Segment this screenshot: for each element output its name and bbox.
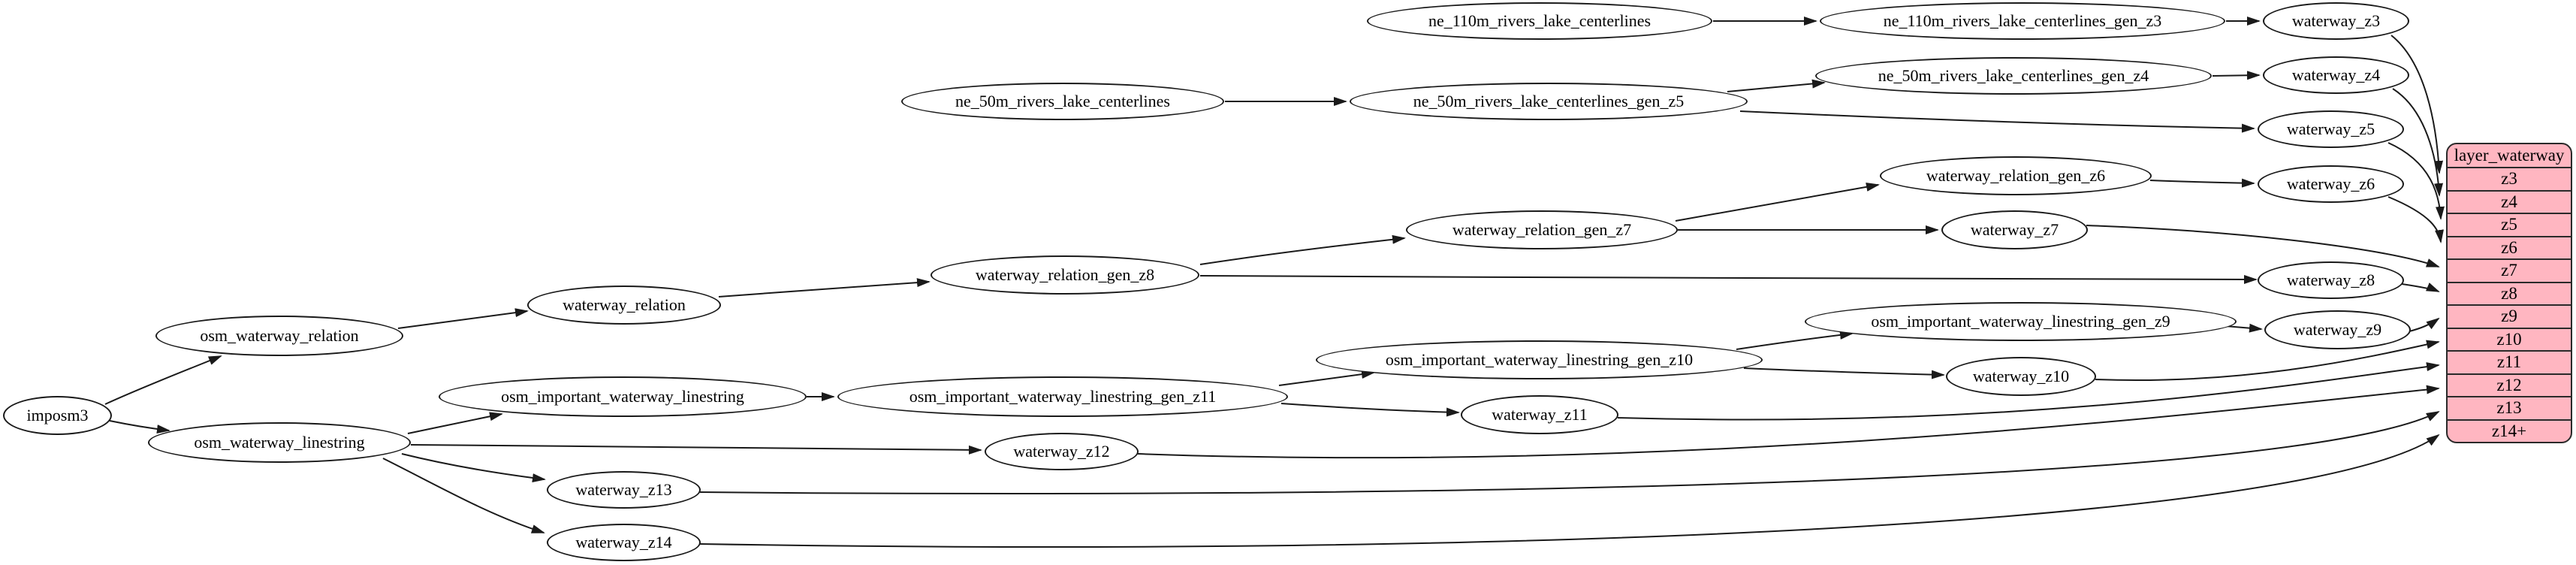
- edge-gen-z10-gen-z9: [1736, 330, 1854, 350]
- edge-gen-z9-waterway-z9: [2225, 323, 2263, 333]
- node-osm-important-waterway-linestring: osm_important_waterway_linestring: [439, 376, 807, 417]
- node-waterway-relation-gen-z8: waterway_relation_gen_z8: [931, 255, 1199, 295]
- edge-waterway-z14-table-z14plus: [699, 434, 2440, 548]
- edge-osm-waterway-linestring-osm-important: [407, 412, 503, 434]
- edge-gen-z8-waterway-z8: [1199, 274, 2258, 284]
- edge-osm-waterway-linestring-waterway-z13: [401, 453, 546, 482]
- table-row-z13: z13: [2448, 396, 2571, 419]
- node-osm-important-waterway-linestring-gen-z10: osm_important_waterway_linestring_gen_z1…: [1316, 340, 1763, 379]
- edge-waterway-z6-table-z6: [2387, 196, 2444, 243]
- table-row-z12: z12: [2448, 373, 2571, 397]
- node-waterway-z7: waterway_z7: [1941, 210, 2088, 249]
- table-row-z9: z9: [2448, 304, 2571, 328]
- node-osm-waterway-linestring: osm_waterway_linestring: [148, 422, 411, 463]
- node-waterway-z12: waterway_z12: [985, 433, 1139, 470]
- node-ne50m-rivers-lake-centerlines-gen-z4: ne_50m_rivers_lake_centerlines_gen_z4: [1815, 57, 2212, 95]
- node-osm-important-waterway-linestring-gen-z9: osm_important_waterway_linestring_gen_z9: [1805, 302, 2237, 341]
- node-waterway-z8: waterway_z8: [2258, 261, 2404, 299]
- edge-waterway-z4-table-z4: [2392, 88, 2444, 197]
- table-row-z8: z8: [2448, 281, 2571, 305]
- node-waterway-z13: waterway_z13: [547, 471, 701, 509]
- node-ne110m-rivers-lake-centerlines: ne_110m_rivers_lake_centerlines: [1367, 2, 1712, 40]
- edge-gen-z7-gen-z6: [1675, 183, 1880, 222]
- table-row-z11: z11: [2448, 350, 2571, 373]
- node-waterway-z6: waterway_z6: [2258, 165, 2404, 203]
- edge-waterway-z10-table-z10: [2095, 340, 2440, 382]
- table-row-z14plus: z14+: [2448, 418, 2571, 443]
- table-row-z5: z5: [2448, 213, 2571, 236]
- node-ne50m-rivers-lake-centerlines: ne_50m_rivers_lake_centerlines: [901, 83, 1224, 120]
- node-waterway-relation: waterway_relation: [527, 286, 721, 325]
- edge-gen-z8-gen-z7: [1199, 234, 1406, 265]
- node-waterway-relation-gen-z6: waterway_relation_gen_z6: [1880, 156, 2152, 195]
- edge-imposm3-osm-waterway-relation: [104, 355, 222, 405]
- table-row-z4: z4: [2448, 189, 2571, 213]
- edge-waterway-z8-table-z8: [2401, 282, 2440, 292]
- layer-waterway-table-title: layer_waterway: [2454, 146, 2565, 165]
- edge-waterway-relation-gen-z8: [718, 278, 931, 298]
- edge-gen-z6-waterway-z6: [2149, 178, 2255, 188]
- edge-gen-z11-gen-z10: [1278, 370, 1375, 386]
- edge-waterway-z11-table-z11: [1617, 362, 2440, 421]
- edge-waterway-z9-table-z9: [2409, 317, 2440, 332]
- edge-gen-z5-gen-z4: [1727, 79, 1826, 92]
- node-osm-important-waterway-linestring-gen-z11: osm_important_waterway_linestring_gen_z1…: [837, 376, 1288, 417]
- edge-waterway-z12-table-z12: [1137, 385, 2440, 459]
- layer-waterway-table: layer_waterway z3 z4 z5 z6 z7 z8 z9 z10 …: [2446, 143, 2572, 443]
- edge-waterway-z5-table-z5: [2387, 142, 2445, 220]
- node-ne110m-rivers-lake-centerlines-gen-z3: ne_110m_rivers_lake_centerlines_gen_z3: [1820, 2, 2225, 40]
- edge-waterway-z13-table-z13: [699, 411, 2440, 494]
- edge-waterway-z3-table-z3: [2390, 35, 2444, 174]
- edge-gen-z10-waterway-z10: [1743, 367, 1945, 379]
- node-osm-waterway-relation: osm_waterway_relation: [155, 316, 403, 356]
- edge-gen-z5-waterway-z5: [1739, 110, 2255, 133]
- node-ne50m-rivers-lake-centerlines-gen-z5: ne_50m_rivers_lake_centerlines_gen_z5: [1350, 83, 1748, 120]
- edge-osm-waterway-relation-waterway-relation: [397, 308, 529, 329]
- table-row-z3: z3: [2448, 167, 2571, 190]
- node-waterway-z3: waterway_z3: [2263, 2, 2409, 40]
- edge-imposm3-osm-waterway-linestring: [109, 420, 170, 434]
- edge-gen-z4-waterway-z4: [2212, 71, 2261, 80]
- edge-osm-waterway-linestring-waterway-z12: [410, 444, 982, 455]
- node-waterway-z4: waterway_z4: [2263, 56, 2409, 94]
- edge-gen-z11-waterway-z11: [1280, 403, 1460, 417]
- table-row-z6: z6: [2448, 235, 2571, 259]
- node-waterway-z9: waterway_z9: [2264, 310, 2411, 349]
- node-waterway-z10: waterway_z10: [1946, 357, 2096, 396]
- edge-waterway-z7-table-z7: [2086, 225, 2440, 267]
- node-waterway-z11: waterway_z11: [1461, 395, 1618, 434]
- node-waterway-z5: waterway_z5: [2258, 110, 2404, 148]
- node-waterway-z14: waterway_z14: [547, 524, 701, 561]
- node-imposm3: imposm3: [3, 396, 112, 435]
- table-row-z10: z10: [2448, 327, 2571, 351]
- edge-osm-waterway-linestring-waterway-z14: [382, 458, 545, 533]
- table-row-z7: z7: [2448, 258, 2571, 282]
- node-waterway-relation-gen-z7: waterway_relation_gen_z7: [1406, 210, 1678, 249]
